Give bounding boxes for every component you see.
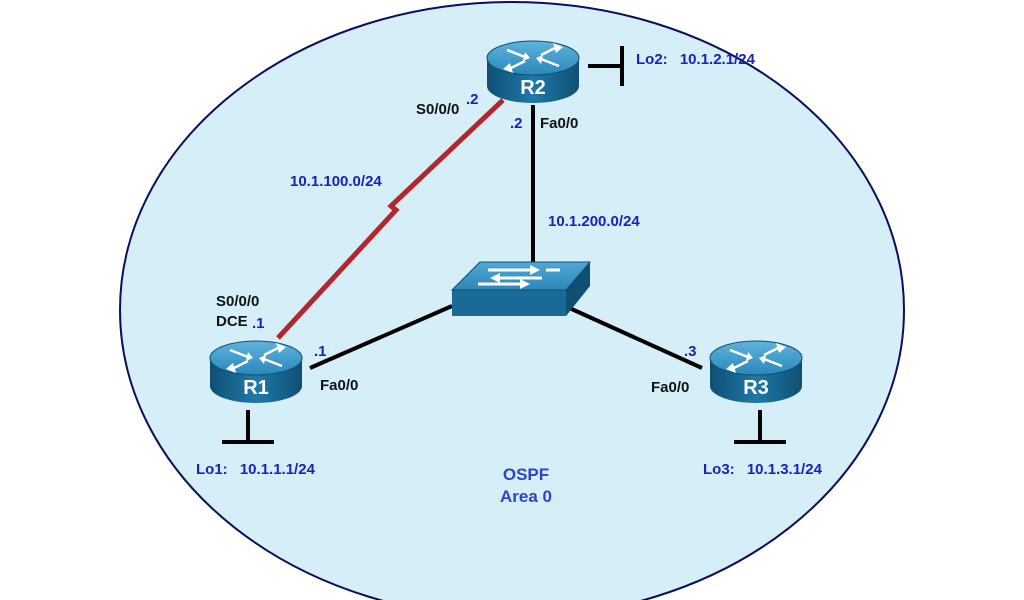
loopback-lo2-stub	[588, 46, 624, 86]
r1-s000-label: S0/0/0	[216, 293, 259, 310]
lan-network-label: 10.1.200.0/24	[548, 213, 640, 230]
r1-fa00-label: Fa0/0	[320, 377, 358, 394]
r2-fa00-label: Fa0/0	[540, 115, 578, 132]
r3-fa00-host-label: .3	[684, 343, 697, 360]
r2-s000-host-label: .2	[466, 91, 479, 108]
router-icon	[709, 340, 803, 403]
router-r1[interactable]: R1	[209, 340, 303, 403]
router-r2-name: R2	[520, 77, 546, 99]
loopback-lo3-stub	[734, 410, 786, 444]
serial-link-r1-r2	[276, 98, 505, 340]
ethernet-link-r1-switch	[309, 304, 453, 370]
router-r2[interactable]: R2	[486, 40, 580, 103]
switch[interactable]	[450, 261, 592, 316]
lo1-address: 10.1.1.1/24	[240, 461, 316, 478]
r3-fa00-label: Fa0/0	[651, 379, 689, 396]
lo2-name: Lo2:	[636, 51, 668, 68]
r1-dce-label: DCE	[216, 313, 248, 330]
router-icon	[209, 340, 303, 403]
lo2-label: Lo2: 10.1.2.1/24	[636, 51, 756, 68]
lo1-name: Lo1:	[196, 461, 228, 478]
lo3-label: Lo3: 10.1.3.1/24	[703, 461, 823, 478]
loopback-lo1-stub	[222, 410, 274, 444]
lo3-address: 10.1.3.1/24	[747, 461, 823, 478]
serial-network-label: 10.1.100.0/24	[290, 173, 382, 190]
area-label-line2: Area 0	[500, 487, 552, 506]
router-r3[interactable]: R3	[709, 340, 803, 403]
router-icon	[486, 40, 580, 103]
r1-fa00-host-label: .1	[314, 343, 327, 360]
r2-fa00-host-label: .2	[510, 115, 523, 132]
lo3-name: Lo3:	[703, 461, 735, 478]
switch-icon	[450, 261, 592, 316]
router-r1-name: R1	[243, 377, 269, 399]
r1-s000-host-label: .1	[252, 315, 265, 332]
ethernet-link-switch-r3	[564, 304, 703, 370]
r2-s000-label: S0/0/0	[416, 101, 459, 118]
area-label-line1: OSPF	[503, 465, 549, 484]
router-r3-name: R3	[743, 377, 769, 399]
lo1-label: Lo1: 10.1.1.1/24	[196, 461, 316, 478]
lo2-address: 10.1.2.1/24	[680, 51, 756, 68]
